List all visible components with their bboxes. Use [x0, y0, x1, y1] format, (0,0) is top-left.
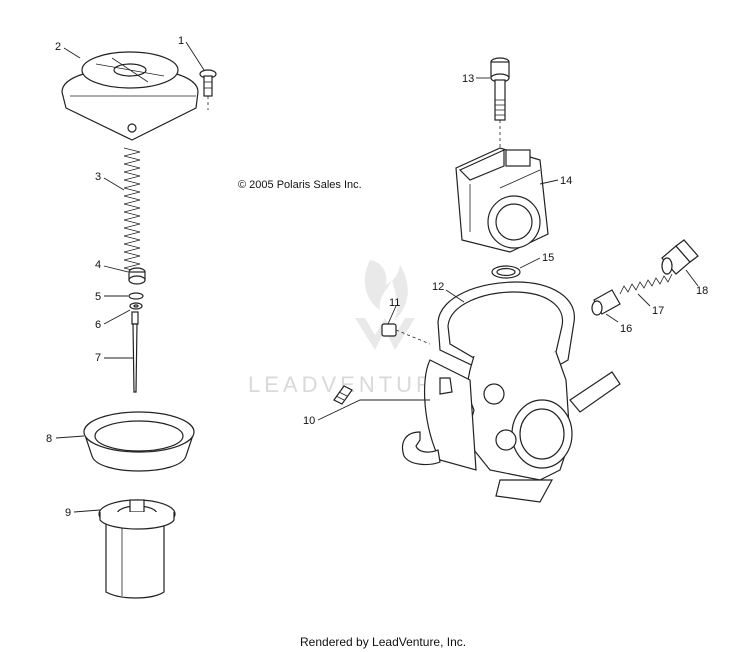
- callout-4: 4: [95, 259, 101, 271]
- part-13-bolt: [490, 57, 510, 150]
- callout-7: 7: [95, 352, 101, 364]
- part-4-retainer: [128, 267, 146, 285]
- callout-2: 2: [55, 41, 61, 53]
- footer-text: Rendered by LeadVenture, Inc.: [300, 635, 466, 649]
- part-2-cover: [61, 51, 199, 141]
- part-9-slide: [98, 499, 176, 599]
- watermark-text: LEADVENTURE: [248, 372, 455, 397]
- watermark: LEADVENTURE: [248, 260, 455, 397]
- callout-5: 5: [95, 291, 101, 303]
- part-6-washer: [129, 302, 143, 310]
- part-18-nut: [661, 239, 699, 275]
- watermark-logo-icon: [355, 260, 415, 350]
- part-17-spring: [619, 273, 673, 295]
- part-12-carburetor-body: [401, 281, 621, 503]
- callout-13: 13: [462, 73, 474, 85]
- callout-3: 3: [95, 171, 101, 183]
- copyright-text: © 2005 Polaris Sales Inc.: [238, 179, 362, 191]
- part-3-spring: [123, 147, 141, 273]
- callout-16: 16: [620, 323, 632, 335]
- callout-15: 15: [542, 252, 554, 264]
- part-5-clip: [128, 292, 144, 300]
- part-7-needle: [131, 311, 139, 393]
- part-14-housing: [455, 147, 549, 253]
- callout-18: 18: [696, 285, 708, 297]
- callout-17: 17: [652, 305, 664, 317]
- callout-11: 11: [389, 297, 400, 309]
- callout-6: 6: [95, 319, 101, 331]
- callout-14: 14: [560, 175, 572, 187]
- callout-labels: 1 2 3 4 5 6 7 8 9 10 11 12 13 14 15 16 1…: [46, 35, 708, 519]
- callout-10: 10: [303, 415, 315, 427]
- part-15-o-ring: [491, 265, 521, 279]
- callout-1: 1: [178, 35, 184, 47]
- part-1-screw: [199, 69, 217, 110]
- part-16-plunger: [591, 289, 621, 316]
- part-8-diaphragm: [83, 411, 195, 472]
- callout-9: 9: [65, 507, 71, 519]
- part-11-screw: [381, 323, 431, 345]
- leader-lines: [55, 41, 699, 513]
- callout-12: 12: [432, 281, 444, 293]
- part-10-jet: [333, 385, 353, 405]
- callout-8: 8: [46, 433, 52, 445]
